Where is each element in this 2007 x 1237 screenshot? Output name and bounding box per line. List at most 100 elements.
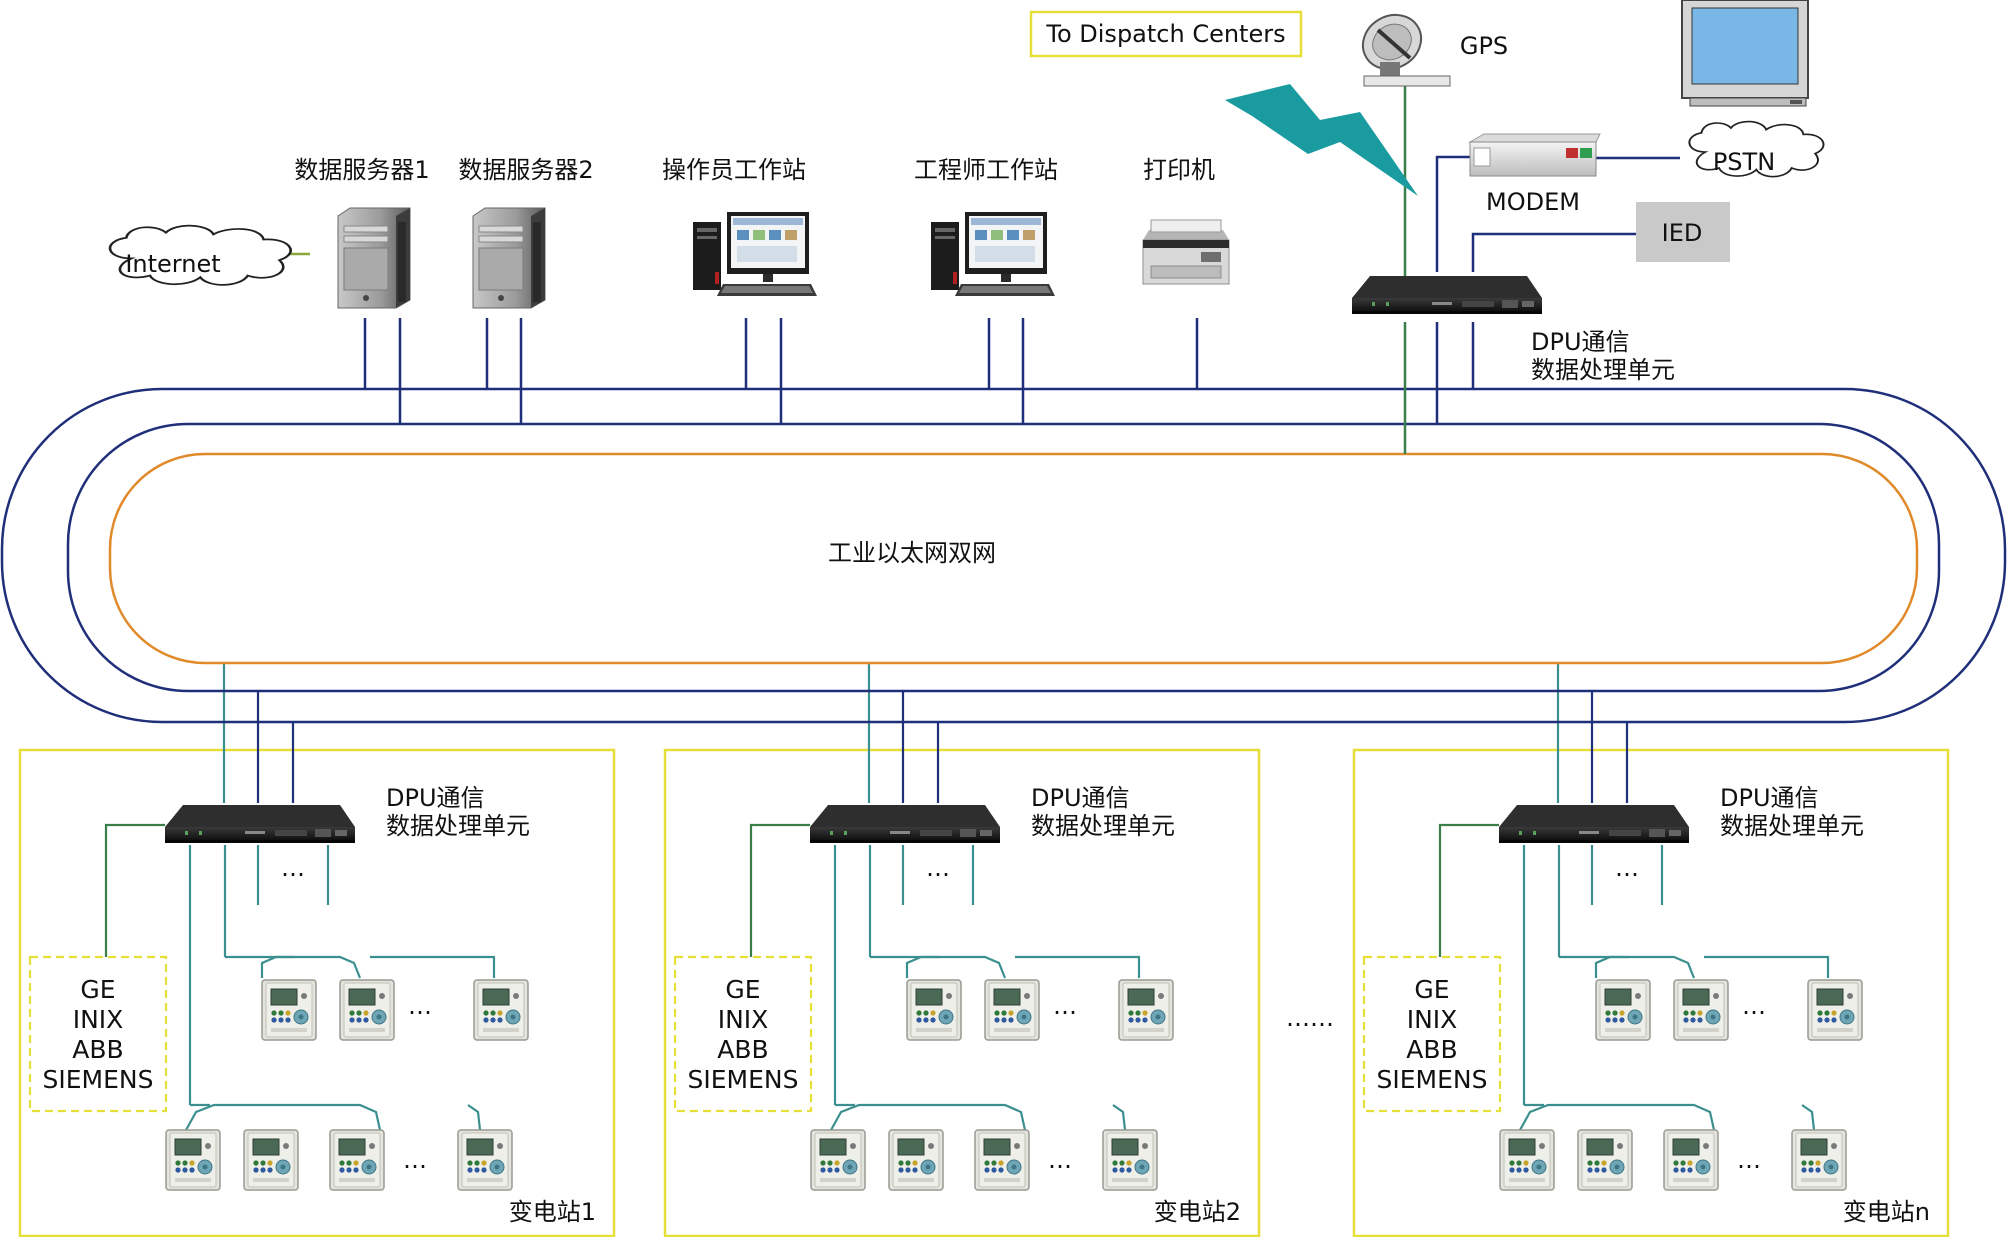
relay-row2[interactable]	[457, 1129, 513, 1191]
station-dpu-line2: 数据处理单元	[386, 812, 530, 840]
vendor-label: INIX	[1407, 1005, 1458, 1034]
relay-row2[interactable]	[888, 1129, 944, 1191]
vendor-link	[104, 823, 165, 957]
station-dpu[interactable]	[165, 805, 355, 843]
relay-row2[interactable]	[1577, 1129, 1633, 1191]
row2-daisy	[185, 1103, 382, 1131]
dpu-top-line2: 数据处理单元	[1531, 356, 1675, 384]
vendor-label: SIEMENS	[1377, 1065, 1488, 1094]
vendor-label: ABB	[72, 1035, 123, 1064]
station-dpu-line2: 数据处理单元	[1720, 812, 1864, 840]
relay-row2[interactable]	[1102, 1129, 1158, 1191]
relay-row1[interactable]	[1807, 979, 1863, 1041]
operator-workstation[interactable]	[693, 212, 817, 296]
spare-ellipsis: …	[281, 854, 305, 882]
vendor-label: GE	[725, 975, 760, 1004]
substation-panel	[18, 748, 616, 1237]
row2-daisy-end	[1112, 1104, 1127, 1131]
row1-daisy	[1594, 955, 1696, 979]
relay-row2[interactable]	[974, 1129, 1030, 1191]
vendor-label: SIEMENS	[688, 1065, 799, 1094]
row2-daisy-end	[467, 1104, 482, 1131]
label-data-server-2: 数据服务器2	[458, 156, 593, 184]
row1-daisy	[905, 955, 1007, 979]
row2-daisy	[830, 1103, 1027, 1131]
substation-name: 变电站2	[1154, 1198, 1241, 1226]
modem-label: MODEM	[1486, 188, 1580, 216]
row1-daisy	[260, 955, 362, 979]
label-engineer-workstation: 工程师工作站	[914, 156, 1058, 184]
ethernet-ring-outer-1	[0, 387, 2007, 724]
label-data-server-1: 数据服务器1	[294, 156, 429, 184]
station-dpu-line2: 数据处理单元	[1031, 812, 1175, 840]
vendor-label: SIEMENS	[43, 1065, 154, 1094]
relay-row1[interactable]	[1595, 979, 1651, 1041]
substation-name: 变电站1	[509, 1198, 596, 1226]
vendor-box	[1362, 955, 1502, 1113]
relay-row2[interactable]	[165, 1129, 221, 1191]
modem[interactable]	[1468, 133, 1601, 177]
row1-daisy-end	[1015, 955, 1141, 978]
vendor-link	[1438, 823, 1499, 957]
vendor-box	[673, 955, 813, 1113]
lightning-bolt-icon	[1225, 84, 1418, 196]
relay-row2[interactable]	[1499, 1129, 1555, 1191]
station-dpu-line1: DPU通信	[386, 784, 485, 812]
row2-daisy	[1519, 1103, 1716, 1131]
label-operator-workstation: 操作员工作站	[662, 156, 806, 184]
dispatch-box	[1029, 10, 1303, 58]
network-label: 工业以太网双网	[828, 539, 996, 567]
relay-row2[interactable]	[1791, 1129, 1847, 1191]
relay-row1[interactable]	[1673, 979, 1729, 1041]
relay-row1[interactable]	[1118, 979, 1174, 1041]
substation-panel	[663, 748, 1261, 1237]
relay-row2[interactable]	[243, 1129, 299, 1191]
between-stations-ellipsis: ……	[1286, 1004, 1334, 1032]
row1-ellipsis: …	[408, 992, 432, 1020]
vendor-label: GE	[1414, 975, 1449, 1004]
vendor-link	[749, 823, 810, 957]
relay-row2[interactable]	[810, 1129, 866, 1191]
gps-dish-icon	[1361, 13, 1451, 87]
substation-panel	[1352, 748, 1950, 1237]
row2-daisy-end	[1801, 1104, 1816, 1131]
ied-label: IED	[1662, 219, 1703, 247]
data-server-2[interactable]	[472, 207, 546, 309]
row2-ellipsis: …	[1737, 1146, 1761, 1174]
station-dpu-line1: DPU通信	[1031, 784, 1130, 812]
spare-ellipsis: …	[1615, 854, 1639, 882]
ied-box[interactable]	[1636, 202, 1730, 262]
vendor-label: ABB	[717, 1035, 768, 1064]
relay-row2[interactable]	[1663, 1129, 1719, 1191]
printer[interactable]	[1142, 219, 1230, 285]
row1-daisy-end	[370, 955, 496, 978]
row1-daisy-end	[1704, 955, 1830, 978]
internet-label: Internet	[125, 250, 220, 278]
engineer-workstation[interactable]	[931, 212, 1055, 296]
vendor-label: INIX	[73, 1005, 124, 1034]
relay-row1[interactable]	[261, 979, 317, 1041]
substation-name: 变电站n	[1843, 1198, 1930, 1226]
relay-row2[interactable]	[329, 1129, 385, 1191]
dpu-top-line1: DPU通信	[1531, 328, 1630, 356]
relay-row1[interactable]	[984, 979, 1040, 1041]
label-printer: 打印机	[1143, 156, 1215, 184]
ethernet-ring-inner	[108, 452, 1919, 665]
station-dpu[interactable]	[1499, 805, 1689, 843]
row2-ellipsis: …	[403, 1146, 427, 1174]
station-dpu[interactable]	[810, 805, 1000, 843]
relay-row1[interactable]	[906, 979, 962, 1041]
dpu-top[interactable]	[1352, 276, 1542, 314]
pstn-label: PSTN	[1713, 148, 1775, 176]
row1-ellipsis: …	[1742, 992, 1766, 1020]
relay-row1[interactable]	[473, 979, 529, 1041]
row1-ellipsis: …	[1053, 992, 1077, 1020]
dispatch-label: To Dispatch Centers	[1045, 20, 1285, 48]
vendor-label: GE	[80, 975, 115, 1004]
data-server-1[interactable]	[337, 207, 411, 309]
station-dpu-line1: DPU通信	[1720, 784, 1819, 812]
relay-row1[interactable]	[339, 979, 395, 1041]
